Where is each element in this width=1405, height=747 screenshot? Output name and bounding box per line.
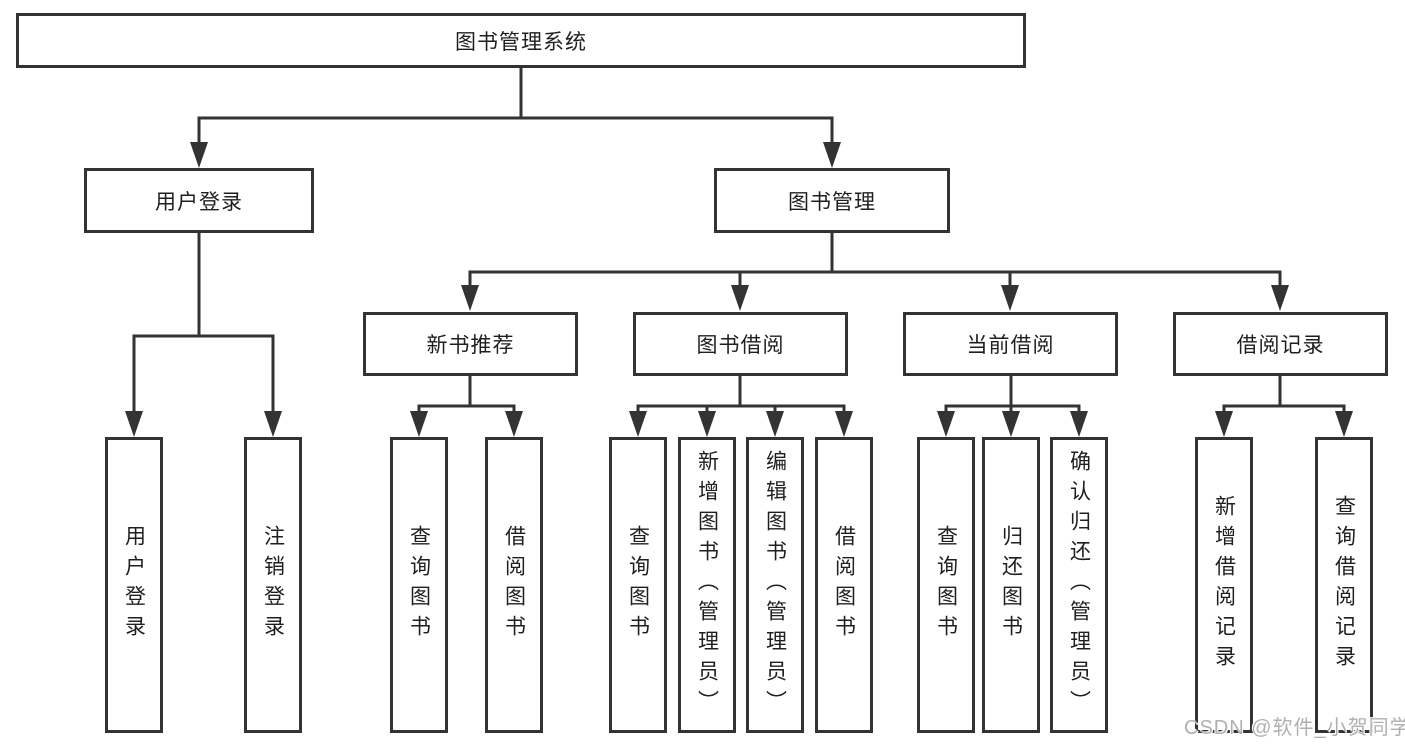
node-user-login: 用户登录: [84, 168, 314, 233]
leaf-add-borrow-record: 新增借阅记录: [1195, 437, 1253, 733]
leaf-query-books-borrowing: 查询图书: [609, 437, 667, 733]
arrowhead-icons: [125, 142, 1353, 437]
leaf-add-books-admin: 新增图书（管理员）: [678, 437, 736, 733]
node-current-borrowing: 当前借阅: [903, 312, 1118, 376]
leaf-query-books-recommend: 查询图书: [390, 437, 448, 733]
node-book-management: 图书管理: [714, 168, 950, 233]
leaf-borrow-books-recommend: 借阅图书: [485, 437, 543, 733]
csdn-watermark: CSDN @软件_小贺同学: [1184, 717, 1405, 739]
node-borrowing-records: 借阅记录: [1173, 312, 1388, 376]
leaf-user-login: 用户登录: [105, 437, 163, 733]
leaf-edit-books-admin: 编辑图书（管理员）: [746, 437, 804, 733]
leaf-confirm-return-admin: 确认归还（管理员）: [1050, 437, 1108, 733]
leaf-borrow-books-borrowing: 借阅图书: [815, 437, 873, 733]
node-new-book-recommend: 新书推荐: [363, 312, 578, 376]
leaf-return-books: 归还图书: [982, 437, 1040, 733]
node-library-management-system: 图书管理系统: [16, 13, 1026, 68]
leaf-logout: 注销登录: [244, 437, 302, 733]
leaf-query-books-current: 查询图书: [917, 437, 975, 733]
leaf-query-borrow-record: 查询借阅记录: [1315, 437, 1373, 733]
node-book-borrowing: 图书借阅: [633, 312, 848, 376]
